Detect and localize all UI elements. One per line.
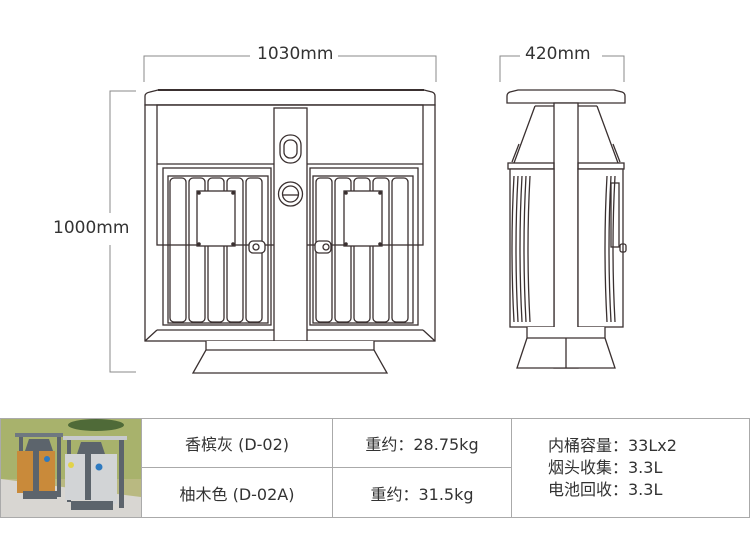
side-window	[610, 182, 620, 248]
depth-dimension-line	[499, 55, 625, 82]
battery-slot	[277, 181, 304, 207]
weight-cell-champagne-grey: 重约：28.75kg	[332, 418, 512, 468]
height-label: 1000mm	[50, 218, 133, 238]
side-view	[506, 89, 627, 369]
width-dimension-line	[143, 55, 437, 82]
product-photo	[0, 418, 142, 518]
model-cell-teak: 柚木色 (D-02A)	[141, 467, 333, 518]
weight-cell-teak: 重约：31.5kg	[332, 467, 512, 518]
left-door	[162, 167, 272, 326]
width-label: 1030mm	[254, 44, 337, 64]
inner-bucket-capacity: 内桶容量：33Lx2	[548, 436, 677, 455]
spec-table: 香槟灰 (D-02) 重约：28.75kg 内桶容量：33Lx2 烟头收集：3.…	[0, 418, 750, 518]
product-photo-image	[1, 419, 141, 517]
cigarette-collection: 烟头收集：3.3L	[548, 458, 663, 477]
left-door-lock	[248, 240, 266, 254]
capacity-cell: 内桶容量：33Lx2 烟头收集：3.3L 电池回收：3.3L	[511, 418, 750, 518]
front-view	[144, 89, 436, 374]
right-door	[309, 167, 419, 326]
ashtray-slot	[279, 134, 302, 164]
depth-label: 420mm	[522, 44, 594, 64]
front-base	[191, 341, 389, 374]
model-cell-champagne-grey: 香槟灰 (D-02)	[141, 418, 333, 468]
technical-drawing	[109, 55, 627, 374]
battery-recycling: 电池回收：3.3L	[548, 480, 663, 499]
height-dimension-line	[109, 90, 136, 373]
